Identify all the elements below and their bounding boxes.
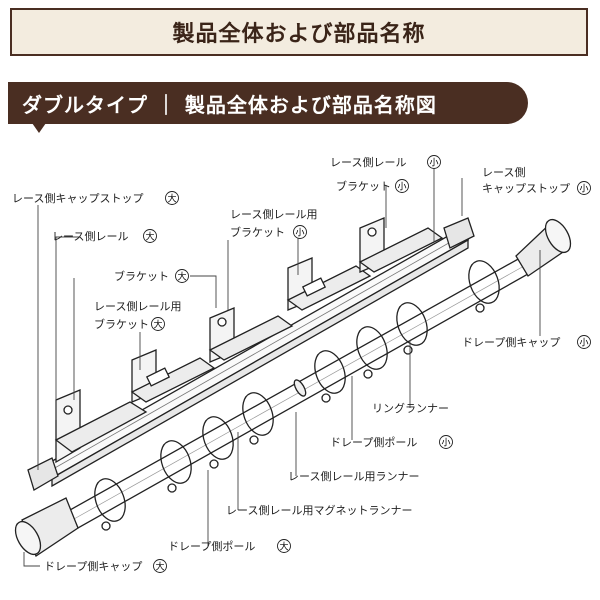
bracket-4 (286, 257, 372, 311)
bracket-5 (358, 217, 444, 273)
drape-cap-small (515, 218, 572, 277)
ring-runners (94, 260, 500, 531)
badge-lace-rail-bracket-small: 小 (293, 225, 307, 239)
label-lace-rail-bracket-large-1: レース側レール用 (94, 300, 181, 313)
badge-drape-pole-small: 小 (439, 435, 453, 449)
label-drape-pole-large: ドレープ側ポール (168, 540, 255, 553)
svg-text:小: 小 (579, 184, 588, 195)
badge-drape-cap-small: 小 (577, 335, 591, 349)
svg-text:小: 小 (579, 338, 588, 349)
label-drape-cap-small: ドレープ側キャップ (462, 336, 560, 349)
label-drape-pole-small: ドレープ側ポール (330, 436, 417, 449)
bracket-1 (54, 389, 148, 464)
svg-text:大: 大 (167, 193, 176, 205)
bracket-3 (208, 307, 294, 363)
svg-text:小: 小 (295, 228, 304, 239)
header-box: 製品全体および部品名称 (10, 8, 588, 56)
badge-bracket-large: 大 (175, 269, 189, 283)
label-lace-cap-stop-small-1: レース側 (482, 166, 525, 179)
lace-cap-stop-small (443, 217, 475, 249)
label-bracket-large: ブラケット (114, 269, 169, 283)
size-badges: 大 大 大 大 小 小 小 小 小 小 大 大 (143, 155, 591, 573)
section-banner: ダブルタイプ ｜ 製品全体および部品名称図 (8, 82, 528, 124)
header-title: 製品全体および部品名称 (172, 22, 426, 47)
leader-lines (23, 160, 541, 567)
svg-text:小: 小 (429, 158, 438, 169)
label-ring-runner: リングランナー (372, 401, 449, 415)
svg-text:大: 大 (145, 231, 154, 243)
label-lace-magnet-runner: レース側レール用マグネットランナー (226, 503, 412, 517)
svg-text:大: 大 (155, 561, 164, 573)
badge-lace-cap-stop-large: 大 (165, 191, 179, 205)
label-lace-rail-bracket-large-2: ブラケット (94, 317, 149, 331)
part-labels: レース側キャップストップ レース側レール ブラケット レース側レール用 ブラケッ… (12, 156, 570, 573)
product-illustration (14, 217, 572, 557)
label-lace-rail-small: レース側レール (330, 156, 406, 169)
lace-cap-stop-large (27, 457, 59, 491)
svg-text:小: 小 (397, 182, 406, 193)
banner-pointer (32, 123, 46, 133)
bracket-2 (130, 349, 216, 403)
svg-text:小: 小 (441, 438, 450, 449)
badge-lace-rail-bracket-large: 大 (151, 317, 165, 331)
svg-text:大: 大 (177, 271, 186, 283)
label-lace-rail-runner: レース側レール用ランナー (288, 470, 419, 483)
label-lace-cap-stop-large: レース側キャップストップ (12, 192, 143, 205)
label-lace-cap-stop-small-2: キャップストップ (482, 182, 570, 195)
svg-text:大: 大 (153, 319, 162, 331)
svg-text:大: 大 (279, 541, 288, 553)
label-drape-cap-large: ドレープ側キャップ (44, 560, 142, 573)
label-lace-rail-large: レース側レール (52, 230, 128, 243)
badge-lace-cap-stop-small: 小 (577, 181, 591, 195)
banner-title: ダブルタイプ ｜ 製品全体および部品名称図 (22, 92, 437, 117)
badge-lace-rail-large: 大 (143, 229, 157, 243)
badge-drape-cap-large: 大 (153, 559, 167, 573)
drape-cap-large (14, 497, 79, 557)
badge-bracket-small: 小 (395, 179, 409, 193)
label-bracket-small: ブラケット (336, 179, 391, 193)
badge-lace-rail-small: 小 (427, 155, 441, 169)
label-lace-rail-bracket-small-2: ブラケット (230, 225, 285, 239)
badge-drape-pole-large: 大 (277, 539, 291, 553)
label-lace-rail-bracket-small-1: レース側レール用 (230, 208, 317, 221)
